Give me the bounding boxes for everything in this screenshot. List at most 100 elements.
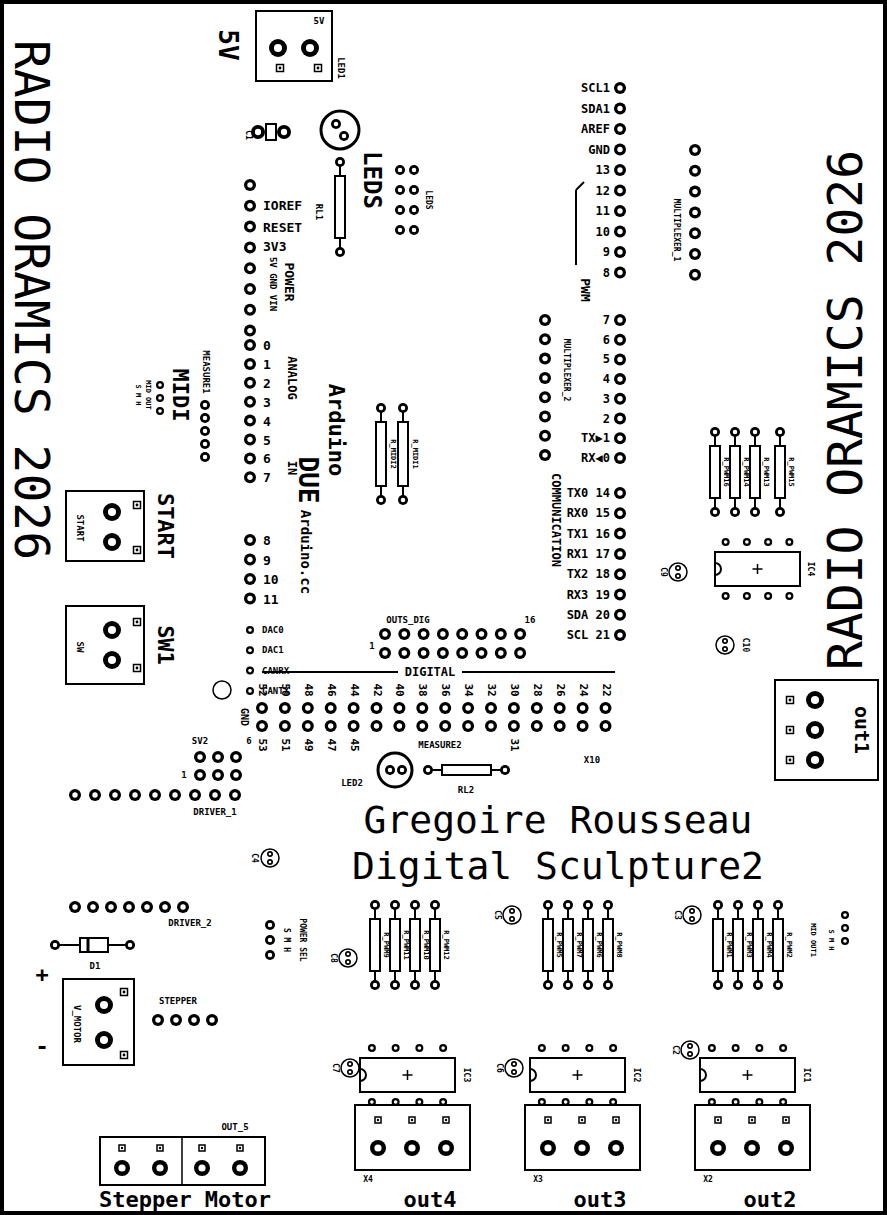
pad <box>244 452 256 464</box>
pad <box>614 144 626 156</box>
pcb-label: 50 <box>279 683 290 696</box>
pcb-label: 49 <box>302 738 313 751</box>
pcb-label: 45 <box>348 738 359 751</box>
pad-hole <box>617 511 622 516</box>
pcb-label: RESET <box>263 221 302 234</box>
pad <box>614 629 626 641</box>
pad-hole <box>373 983 378 988</box>
pad <box>733 900 743 910</box>
capacitor-symbol <box>505 1059 523 1077</box>
pad <box>50 940 60 950</box>
pad <box>125 940 135 950</box>
pcb-label: SV2 <box>192 737 208 746</box>
pad-hole <box>788 540 792 544</box>
pcb-label: AREF <box>581 123 610 135</box>
pad-hole <box>347 961 350 964</box>
pad <box>156 394 164 402</box>
pad-hole <box>617 632 622 637</box>
pad-hole <box>402 650 407 655</box>
pad-hole <box>162 904 167 909</box>
pad <box>675 565 681 571</box>
pad <box>689 186 701 198</box>
pcb-label: C3 <box>673 910 681 920</box>
pad-hole <box>239 1147 241 1149</box>
pad <box>246 667 254 675</box>
pcb-label: 8 <box>603 267 610 279</box>
pad-hole <box>255 129 261 135</box>
square-pad <box>315 65 322 72</box>
pcb-label: SDA1 <box>581 103 610 115</box>
pad-hole <box>617 337 622 342</box>
square-pad <box>134 547 141 554</box>
square-pad <box>121 989 128 996</box>
pcb-label: 6 <box>246 737 251 746</box>
pad <box>689 269 701 281</box>
pcb-label: 10 <box>596 226 610 238</box>
pad <box>244 221 256 233</box>
pad-hole <box>692 147 697 152</box>
pcb-label: R_PWM13 <box>762 457 769 487</box>
pad <box>390 980 400 990</box>
pad-hole <box>843 939 847 943</box>
pad-hole <box>460 631 465 636</box>
pad-hole <box>413 983 418 988</box>
pad-hole <box>72 904 77 909</box>
pad <box>256 702 268 714</box>
pad <box>200 426 210 436</box>
plus-mark <box>747 1070 749 1080</box>
pad <box>244 554 256 566</box>
pcb-label: POWER <box>283 262 296 301</box>
pcb-label: 38 <box>417 683 428 696</box>
pad-hole <box>418 1046 422 1050</box>
pad-hole <box>172 792 177 797</box>
pad <box>437 628 449 640</box>
pad-hole <box>233 772 238 777</box>
pad-hole <box>617 376 622 381</box>
pad-hole <box>412 228 417 233</box>
pad <box>212 769 224 781</box>
pad-hole <box>677 567 680 570</box>
pad-hole <box>617 208 622 213</box>
pcb-label: out3 <box>574 1189 627 1211</box>
pad-hole <box>247 557 252 562</box>
pcb-label: R_MIDI1 <box>411 439 418 469</box>
pad-hole <box>564 1100 568 1104</box>
pad-hole <box>212 792 217 797</box>
pad-hole <box>689 1045 692 1048</box>
pcb-label: X4 <box>363 1176 373 1184</box>
pad <box>439 1044 447 1052</box>
pad <box>563 980 573 990</box>
pad <box>614 413 626 425</box>
pad-hole <box>281 129 287 135</box>
pad <box>753 900 763 910</box>
pad <box>393 720 405 732</box>
pad <box>495 647 507 659</box>
pad <box>95 1031 113 1049</box>
pad-hole <box>328 705 333 710</box>
pad-hole <box>733 510 738 515</box>
pad-hole <box>617 612 622 617</box>
pcb-label: DIGITAL <box>405 666 456 678</box>
pad <box>212 751 224 763</box>
diode-symbol <box>80 938 108 952</box>
pad-hole <box>547 1119 549 1121</box>
pad <box>277 125 291 139</box>
pad-hole <box>511 918 514 921</box>
pad-hole <box>203 429 208 434</box>
pad-hole <box>158 383 162 387</box>
pad-hole <box>445 1119 447 1121</box>
pad <box>398 628 410 640</box>
pcb-label: Stepper Motor <box>99 1189 271 1211</box>
pad <box>244 179 256 191</box>
pad-hole <box>158 396 162 400</box>
pad-hole <box>692 251 697 256</box>
pcb-label: 6 <box>603 334 610 346</box>
pad <box>244 534 256 546</box>
pcb-label: 5 <box>603 353 610 365</box>
pad <box>345 951 351 957</box>
pad <box>265 920 275 930</box>
pad <box>177 901 189 913</box>
pcb-label: TX0 14 <box>567 487 610 499</box>
pad-hole <box>588 1100 592 1104</box>
pcb-label: STEPPER <box>159 997 197 1006</box>
